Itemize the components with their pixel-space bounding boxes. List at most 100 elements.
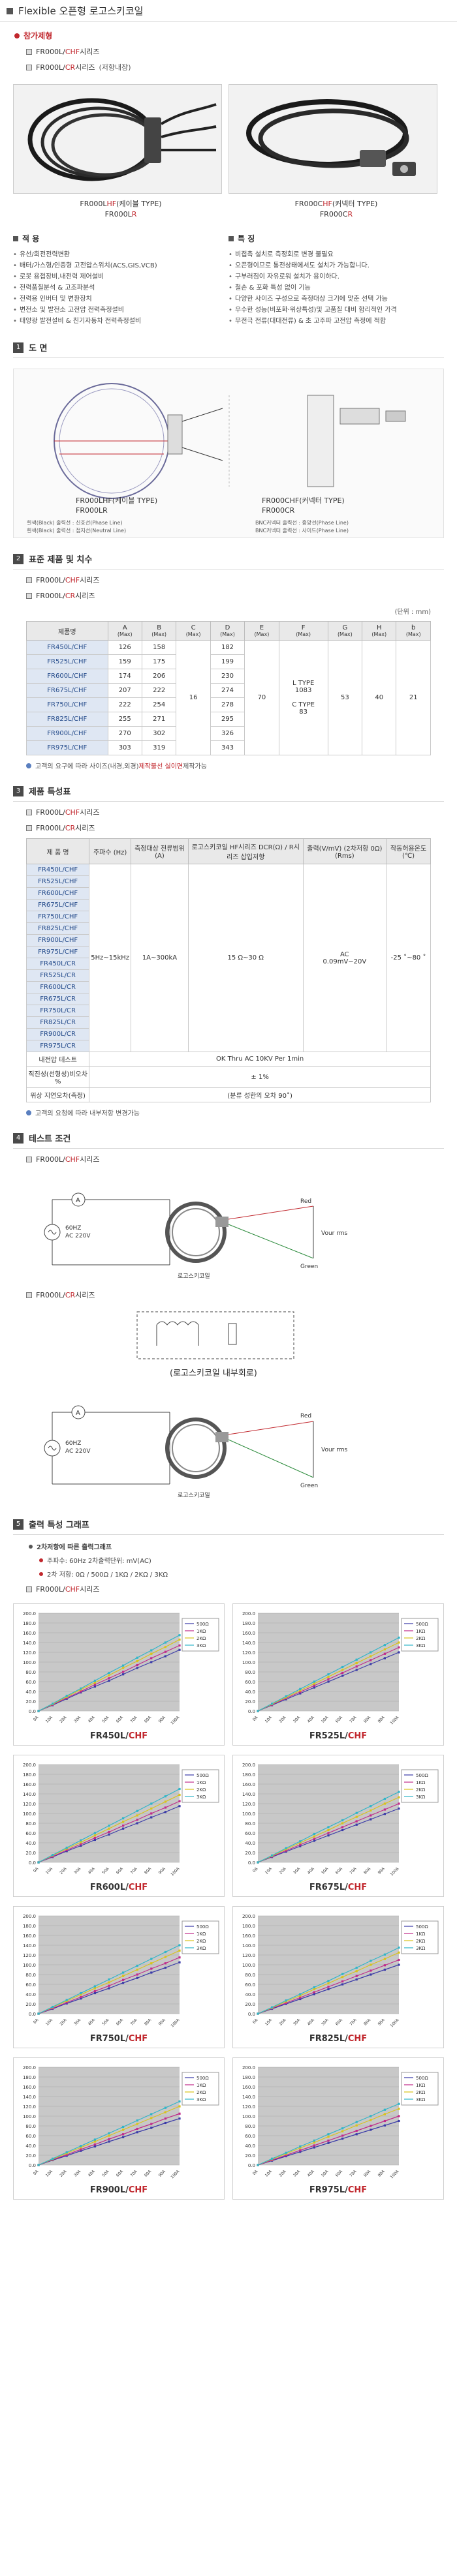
data-point [93, 1992, 96, 1995]
y-tick-label: 80.0 [25, 1821, 36, 1826]
data-point [136, 1968, 138, 1971]
legend-label: 3KΩ [416, 1795, 426, 1800]
x-tick-label: 60A [335, 2018, 344, 2027]
applications-list: 적 용 유선/회전전력변환배터/가스형/인증형 고전압스위치(ACS,GIS,V… [13, 233, 228, 327]
data-point [398, 2108, 400, 2110]
data-point [313, 2141, 315, 2144]
char-series-2: FR000L/CR 시리즈 [26, 823, 457, 833]
dimension-drawing: FR000LHF(케이블 TYPE) FR000LR FR000CHF(커넥터 … [13, 369, 444, 538]
data-point [341, 2130, 344, 2132]
spec-col-header: A(Max) [107, 621, 142, 641]
legend-box [401, 2072, 439, 2106]
y-tick-label: 0.0 [29, 2163, 36, 2168]
section-spec: 2 표준 제품 및 치수 [13, 553, 457, 565]
legend-label: 500Ω [416, 1924, 428, 1930]
data-point [150, 1812, 153, 1815]
graph-title: FR750L/CHF [89, 2034, 148, 2044]
y-tick-label: 140.0 [242, 1641, 255, 1646]
data-point [313, 1680, 315, 1683]
y-tick-label: 120.0 [242, 1650, 255, 1656]
data-point [122, 1821, 125, 1823]
data-point [93, 1985, 96, 1988]
data-point [108, 1987, 110, 1990]
x-tick-label: 40A [87, 1715, 97, 1724]
spec-col-header: B(Max) [141, 621, 177, 641]
y-tick-label: 180.0 [242, 2075, 255, 2080]
drawing-caption-left-2: FR000LR [76, 506, 108, 515]
y-tick-label: 60.0 [245, 1680, 255, 1685]
data-point [299, 1689, 302, 1692]
data-point [285, 1695, 287, 1698]
data-point [80, 2145, 82, 2147]
y-tick-label: 200.0 [242, 2065, 255, 2070]
data-point [136, 1663, 138, 1667]
data-point [108, 1677, 110, 1680]
page-header: Flexible 오픈형 로고스키코일 [0, 0, 457, 22]
data-point [341, 1671, 344, 1674]
application-item: 태양광 발전설비 & 친기자동차 전력측정설비 [13, 316, 228, 327]
x-tick-label: 20A [278, 2169, 287, 2178]
graph-title: FR450L/CHF [89, 1731, 148, 1741]
y-tick-label: 100.0 [242, 1963, 255, 1968]
data-point [65, 2153, 68, 2156]
product-photos [13, 84, 444, 194]
x-tick-label: 80A [363, 1715, 372, 1724]
y-tick-label: 20.0 [25, 2153, 36, 2159]
output-graph-svg: 0.020.040.060.080.0100.0120.0140.0160.01… [23, 1611, 219, 1725]
y-tick-label: 100.0 [23, 1660, 36, 1665]
application-item: 전력용 인버터 및 변환장치 [13, 294, 228, 305]
data-point [313, 1991, 315, 1993]
data-point [341, 1828, 344, 1832]
char-row: FR825L/CR [25, 1016, 431, 1029]
data-point [383, 1808, 386, 1811]
data-point [108, 1827, 110, 1830]
x-tick-label: 90A [158, 1866, 167, 1875]
data-point [341, 1826, 344, 1828]
output-series: FR000L/CHF 시리즈 [26, 1584, 457, 1594]
checkbox-icon [26, 592, 32, 599]
x-tick-label: 70A [349, 1715, 358, 1724]
y-tick-label: 140.0 [242, 2095, 255, 2100]
drawing-legend-left-2: 흰색(Black) 출력선 : 접지선(Neutral Line) [27, 527, 126, 534]
data-point [299, 1843, 302, 1846]
y-tick-label: 0.0 [248, 2012, 255, 2017]
data-point [178, 2105, 181, 2108]
x-tick-label: 50A [321, 2169, 330, 2178]
x-tick-label: 10A [264, 1866, 274, 1875]
y-tick-label: 180.0 [23, 1772, 36, 1778]
feature-item: 우수한 성능(비포화·위상특성)및 고품질 대비 합리적인 가격 [228, 305, 444, 316]
x-tick-label: 90A [158, 2169, 167, 2178]
data-point [108, 1981, 110, 1984]
x-tick-label: 30A [292, 2018, 302, 2027]
data-point [398, 1963, 400, 1966]
data-point [327, 1826, 330, 1828]
square-bullet-icon [228, 235, 234, 241]
data-point [313, 1832, 315, 1836]
drawing-legend-right-1: BNC커넥터 출력선 : 중앙선(Phase Line) [255, 519, 349, 526]
data-point [299, 1692, 302, 1695]
x-tick-label: 10A [45, 1866, 54, 1875]
x-tick-label: 100A [389, 1715, 400, 1726]
data-point [150, 1802, 153, 1805]
data-point [93, 1681, 96, 1684]
data-point [164, 2117, 166, 2120]
legend-box [401, 1769, 439, 1803]
feature-item: 무전극 전류(대대전류) & 초 고주파 고전압 측정에 적합 [228, 316, 444, 327]
y-tick-label: 180.0 [23, 1621, 36, 1626]
data-point [122, 1673, 125, 1676]
data-point [285, 2001, 287, 2005]
data-point [150, 2123, 153, 2125]
checkbox-icon [26, 577, 32, 583]
graph-title: FR825L/CHF [309, 2034, 368, 2044]
data-point [93, 2143, 96, 2146]
data-point [299, 1994, 302, 1997]
intro-series-2: FR000L/CR 시리즈 (저항내장) [26, 62, 457, 72]
spec-col-header: C(Max) [176, 621, 211, 641]
x-tick-label: 30A [73, 2169, 82, 2178]
data-point [65, 2001, 68, 2004]
data-point [327, 1673, 330, 1676]
x-tick-label: 20A [59, 1715, 68, 1724]
